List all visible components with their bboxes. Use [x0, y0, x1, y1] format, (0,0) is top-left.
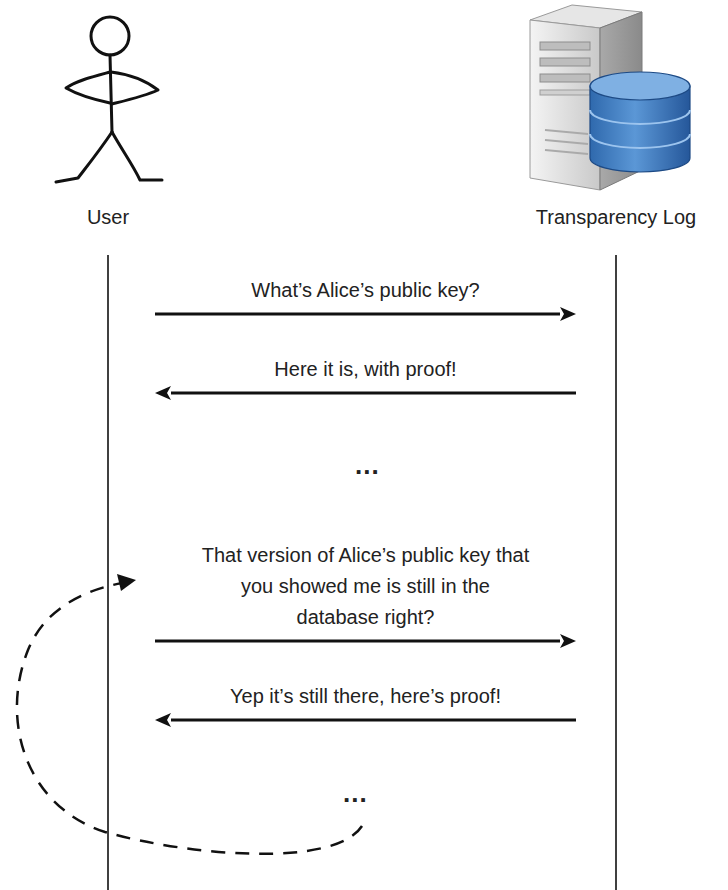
message-label: Here it is, with proof! — [186, 354, 546, 385]
message-label: That version of Alice’s public key that … — [201, 540, 531, 633]
participant: User — [38, 206, 178, 229]
stick-figure — [56, 17, 162, 182]
message-label: Yep it’s still there, here’s proof! — [176, 681, 556, 712]
participant-label: User — [38, 206, 178, 229]
message-arrow — [155, 307, 576, 321]
message-arrow — [155, 386, 576, 400]
message-arrow — [155, 634, 576, 648]
message-arrow — [155, 713, 576, 727]
participant: Transparency Log — [506, 206, 726, 229]
ellipsis: ... — [343, 778, 368, 809]
participant-label: Transparency Log — [506, 206, 726, 229]
database-icon — [590, 72, 690, 172]
loop-arrowhead — [117, 574, 136, 591]
message-label: What’s Alice’s public key? — [186, 275, 546, 306]
lifeline — [107, 255, 109, 890]
ellipsis: ... — [355, 450, 380, 481]
lifeline — [615, 255, 617, 890]
